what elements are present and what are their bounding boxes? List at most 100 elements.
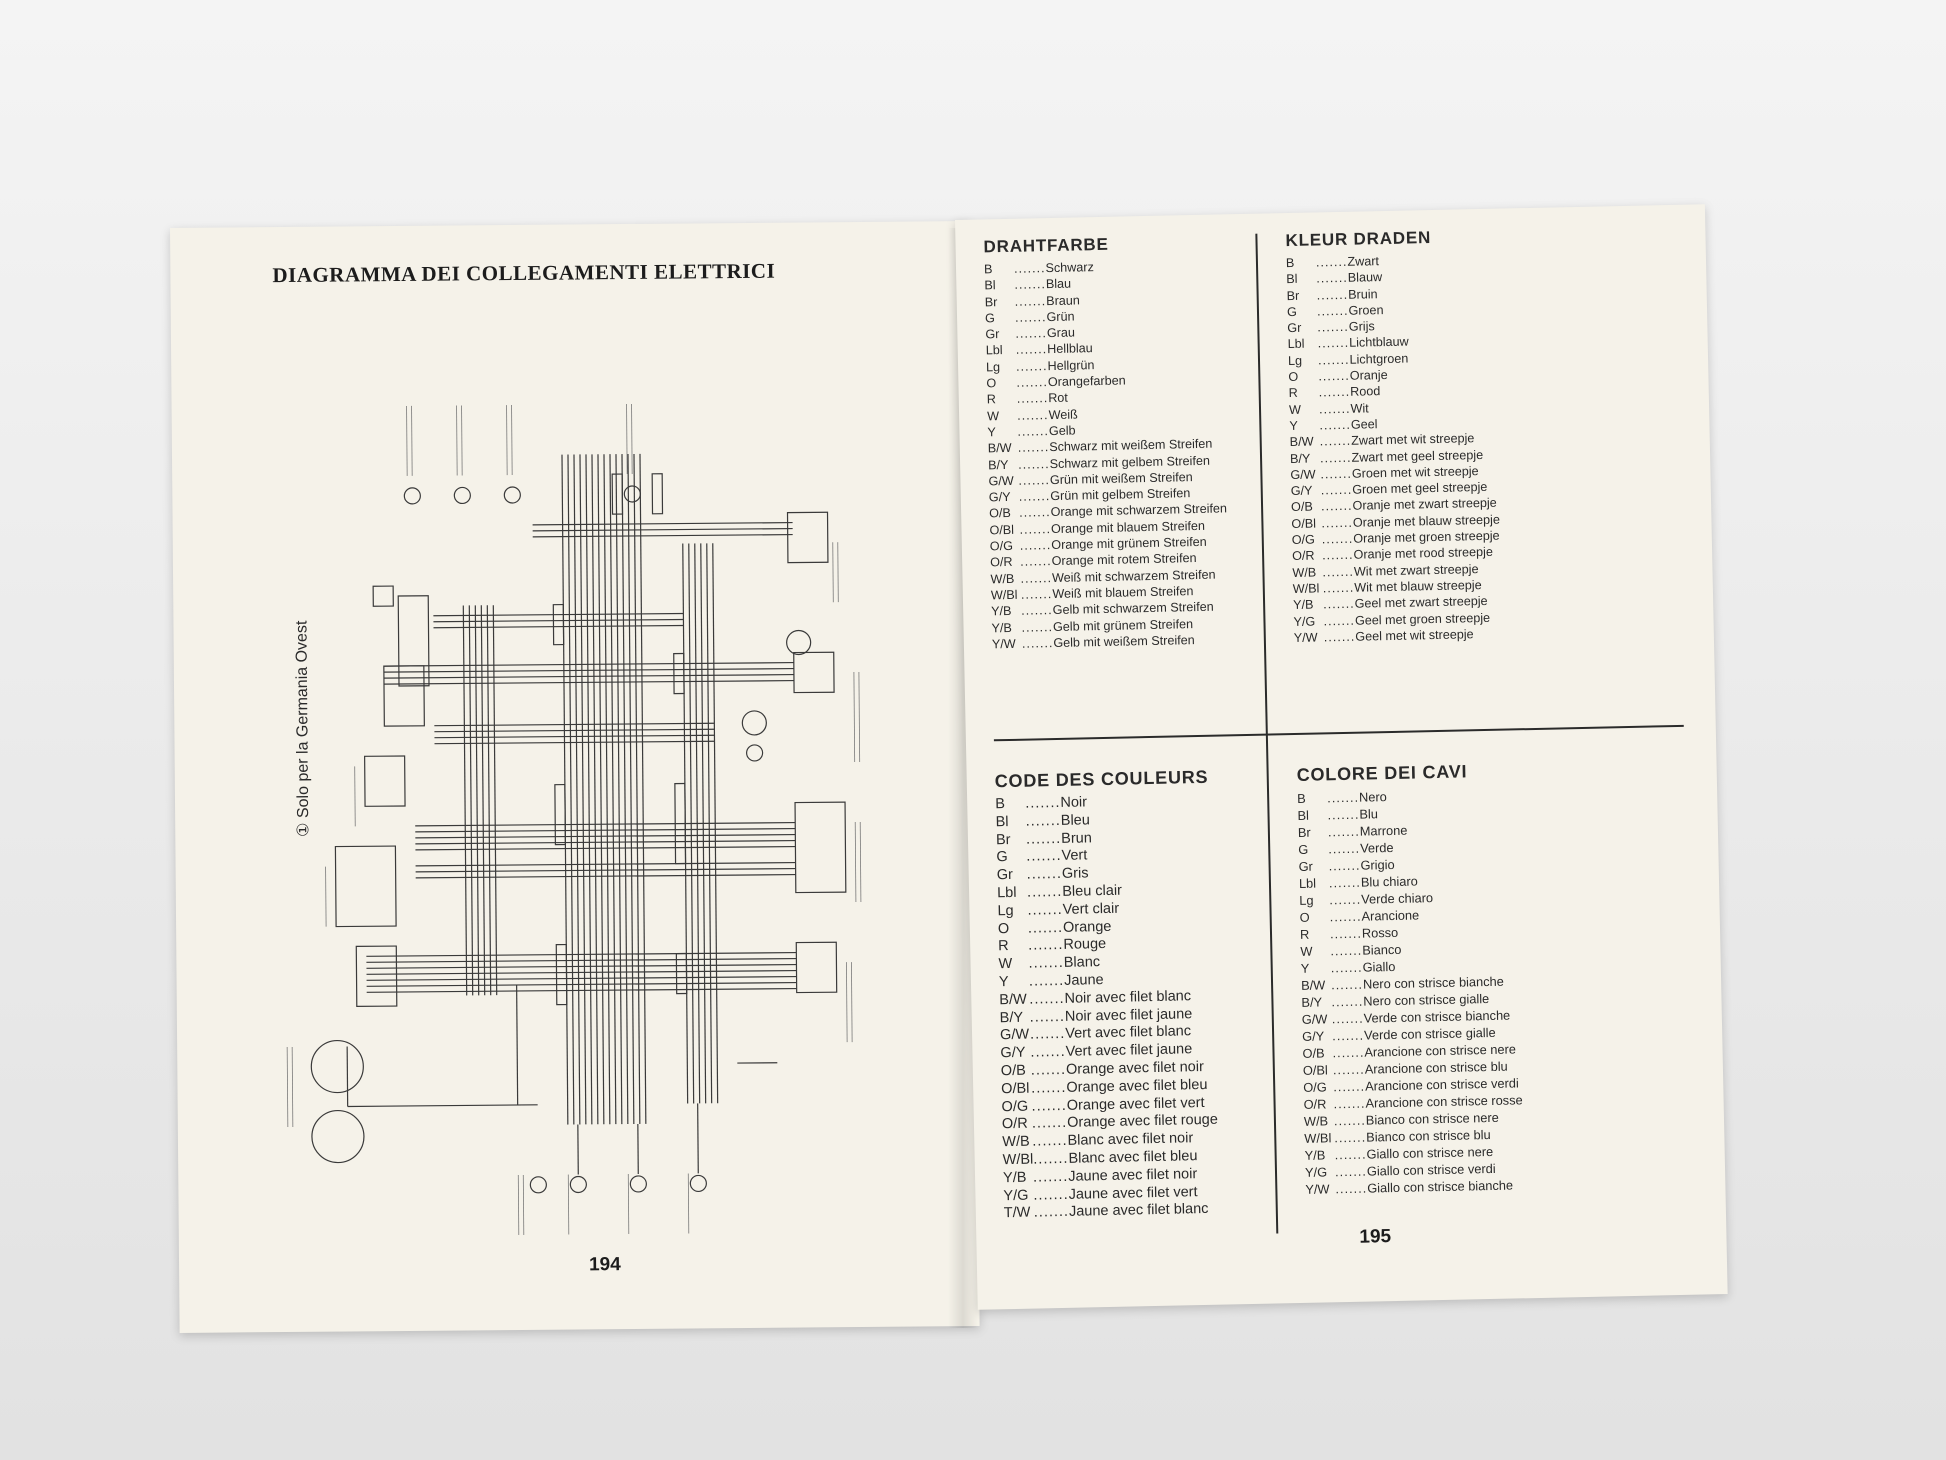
leader-dots: .......: [1031, 1079, 1067, 1097]
color-code: B: [983, 262, 993, 277]
leader-dots: .......: [1319, 434, 1352, 449]
color-code: R: [1288, 386, 1298, 401]
leader-dots: .......: [1018, 489, 1051, 504]
page-number-right: 195: [1359, 1226, 1392, 1248]
leader-dots: .......: [1027, 919, 1064, 937]
color-code: Br: [995, 831, 1011, 848]
leader-dots: .......: [1019, 521, 1052, 537]
legend-heading: COLORE DEI CAVI: [1296, 761, 1468, 785]
leader-dots: .......: [1020, 554, 1052, 570]
color-name: Zwart: [1347, 254, 1380, 269]
left-page: DIAGRAMMA DEI COLLEGAMENTI ELETTRICI: [170, 221, 980, 1333]
color-name: Weiß mit blauem Streifen: [1052, 584, 1194, 601]
leader-dots: .......: [1322, 564, 1355, 580]
color-name: Giallo: [1362, 958, 1396, 975]
color-code: W: [998, 956, 1013, 973]
color-code: Lg: [1287, 353, 1303, 368]
color-code: Lg: [997, 902, 1014, 920]
leader-dots: .......: [1033, 1150, 1069, 1168]
leader-dots: .......: [1330, 942, 1363, 959]
color-code: Y/W: [1305, 1181, 1330, 1197]
color-name: Lichtblauw: [1349, 335, 1409, 351]
color-code: O: [1288, 369, 1299, 385]
color-code: Lg: [1299, 892, 1314, 908]
color-code: Bl: [995, 813, 1009, 831]
leader-dots: .......: [1321, 515, 1354, 531]
color-code: G/W: [1290, 467, 1316, 482]
color-name: Schwarz mit gelbem Streifen: [1049, 453, 1211, 471]
color-name: Braun: [1046, 292, 1080, 308]
color-name: Gelb mit weißem Streifen: [1053, 632, 1195, 650]
color-name: Gelb mit schwarzem Streifen: [1052, 599, 1214, 618]
color-code: O/R: [1291, 548, 1315, 564]
leader-dots: .......: [1019, 538, 1052, 553]
color-name: Giallo con strisce nere: [1366, 1143, 1494, 1162]
color-name: Vert: [1061, 847, 1088, 865]
color-name: Blanc: [1063, 954, 1101, 972]
color-name: Grijs: [1348, 319, 1375, 334]
leader-dots: .......: [1329, 908, 1362, 925]
note-text: Solo per la Germania Ovest: [293, 620, 313, 819]
color-name: Hellblau: [1047, 341, 1093, 357]
leader-dots: .......: [1021, 603, 1053, 618]
color-name: Blu: [1359, 806, 1379, 822]
color-name: Verde con strisce bianche: [1363, 1007, 1511, 1026]
color-code: W/Bl: [1002, 1151, 1034, 1169]
color-name: Arancione con strisce rosse: [1365, 1092, 1523, 1111]
leader-dots: .......: [1016, 407, 1049, 423]
leader-dots: .......: [1017, 440, 1050, 455]
leader-dots: .......: [1335, 1180, 1368, 1197]
leader-dots: .......: [1323, 629, 1356, 645]
color-name: Orange mit schwarzem Streifen: [1050, 501, 1228, 520]
legend-entry: T/W.......Jaune avec filet blanc: [1004, 1201, 1220, 1223]
color-code: Gr: [1298, 858, 1313, 874]
color-code: G: [1286, 304, 1297, 319]
color-name: Groen met wit streepje: [1351, 463, 1479, 481]
color-code: Y/B: [1002, 1169, 1027, 1186]
color-name: Groen: [1348, 302, 1384, 318]
leader-dots: .......: [1014, 277, 1047, 293]
color-name: Geel met groen streepje: [1354, 610, 1491, 628]
color-code: Y/W: [1293, 630, 1318, 645]
color-name: Blanc avec filet noir: [1067, 1130, 1194, 1149]
leader-dots: .......: [1019, 505, 1051, 521]
leader-dots: .......: [1029, 1008, 1066, 1026]
note-label: ① Solo per la Germania Ovest: [291, 621, 313, 837]
color-name: Blau: [1045, 276, 1072, 292]
leader-dots: .......: [1033, 1204, 1070, 1221]
color-name: Orange avec filet vert: [1066, 1094, 1205, 1114]
section-divider: [993, 724, 1684, 742]
color-code: G/Y: [1302, 1028, 1325, 1044]
color-code: W/Bl: [1292, 581, 1320, 596]
color-code: Y/G: [1304, 1164, 1328, 1180]
leader-dots: .......: [1320, 482, 1353, 498]
color-code: B/W: [999, 991, 1027, 1009]
leader-dots: .......: [1029, 1026, 1066, 1043]
color-name: Schwarz: [1045, 260, 1094, 276]
leader-dots: .......: [1328, 857, 1361, 874]
color-name: Gris: [1061, 865, 1089, 883]
leader-dots: .......: [1332, 1044, 1365, 1061]
color-name: Oranje met zwart streepje: [1352, 496, 1497, 514]
color-name: Bianco con strisce nere: [1365, 1109, 1499, 1128]
leader-dots: .......: [1316, 287, 1349, 303]
leader-dots: .......: [1333, 1095, 1366, 1112]
leader-dots: .......: [1033, 1186, 1069, 1204]
leader-dots: .......: [1028, 937, 1064, 954]
leader-dots: .......: [1317, 336, 1350, 351]
color-name: Weiß mit schwarzem Streifen: [1051, 567, 1216, 585]
color-name: Wit met zwart streepje: [1353, 561, 1479, 579]
color-name: Grigio: [1360, 856, 1395, 873]
leader-dots: .......: [1017, 456, 1050, 472]
leader-dots: .......: [1021, 635, 1054, 651]
leader-dots: .......: [1328, 874, 1362, 891]
leader-dots: .......: [1330, 959, 1363, 976]
leader-dots: .......: [1320, 499, 1353, 514]
color-code: G/Y: [988, 490, 1011, 505]
leader-dots: .......: [1329, 925, 1363, 942]
color-code: Gr: [996, 867, 1014, 884]
color-code: T/W: [1003, 1204, 1031, 1222]
leader-dots: .......: [1025, 830, 1062, 848]
color-code: Bl: [1286, 272, 1298, 287]
